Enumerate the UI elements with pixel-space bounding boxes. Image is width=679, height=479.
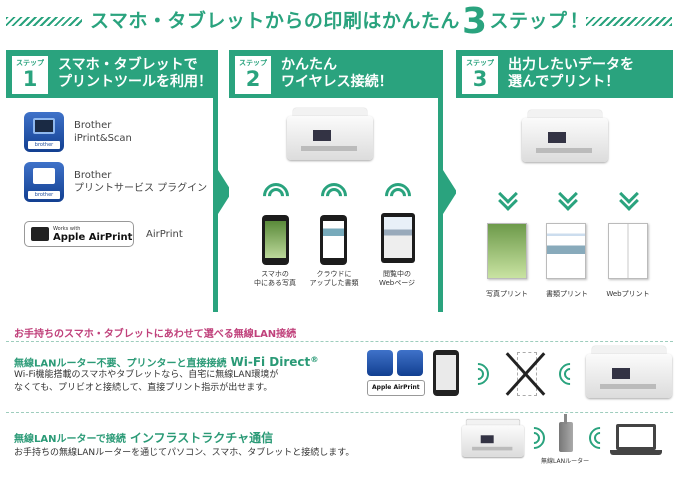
- wireless-router-icon: [559, 414, 573, 452]
- airprint-badge-main: Apple AirPrint: [53, 231, 133, 243]
- scanner-glyph-icon: [33, 118, 55, 134]
- wifi-icon: [257, 177, 295, 215]
- step-3-heading: 出力したいデータを 選んでプリント！: [508, 57, 634, 90]
- header-stripe-right: [586, 17, 672, 26]
- wifi-wave-icon: [518, 422, 550, 454]
- step-2-border: [438, 98, 443, 312]
- airprint-badge-small: Works with: [53, 225, 81, 232]
- infrastructure-description: お手持ちの無線LANルーターを通じてパソコン、スマホ、タブレットと接続します。: [14, 448, 355, 458]
- registered-mark: ®: [310, 354, 319, 364]
- step-badge-label: ステップ: [16, 59, 44, 67]
- chevron-right-icon: [443, 170, 457, 214]
- device-caption: スマホの 中にある写真: [254, 270, 296, 287]
- chevron-right-icon: [218, 170, 232, 214]
- smartphone-icon: [433, 350, 459, 396]
- title-suffix: ステップ: [489, 10, 568, 32]
- step-2-panel: ステップ 2 かんたん ワイヤレス接続！ スマホの 中にある写真 クラウドに ア…: [229, 50, 443, 312]
- tablet-webpage-icon: [381, 213, 415, 263]
- app-airprint: Works with Apple AirPrint AirPrint: [24, 221, 183, 247]
- steps-area: ステップ 1 スマホ・タブレットで プリントツールを利用！ brother Br…: [0, 50, 679, 312]
- title-text: スマホ・タブレットからの印刷はかんたん: [90, 10, 460, 32]
- laptop-icon: [616, 424, 656, 450]
- app-print-service: brother Brother プリントサービス プラグイン: [24, 162, 207, 202]
- section-divider: [6, 412, 673, 413]
- iprint-scan-mini-icon: [367, 350, 393, 376]
- output-caption: 書類プリント: [546, 290, 588, 298]
- app-brand-tag: brother: [28, 191, 60, 199]
- airprint-printer-icon: [31, 227, 49, 241]
- print-service-mini-icon: [397, 350, 423, 376]
- wifi-direct-name: Wi-Fi Direct: [230, 355, 311, 370]
- print-service-label: Brother プリントサービス プラグイン: [74, 170, 208, 194]
- step-3-bar: ステップ 3 出力したいデータを 選んでプリント！: [456, 50, 673, 98]
- print-service-app-icon: brother: [24, 162, 64, 202]
- step-1-badge: ステップ 1: [12, 56, 48, 94]
- step-1-panel: ステップ 1 スマホ・タブレットで プリントツールを利用！ brother Br…: [6, 50, 218, 312]
- step-3-badge: ステップ 3: [462, 56, 498, 94]
- airprint-mini-badge: Apple AirPrint: [367, 380, 425, 396]
- wifi-wave-icon: [584, 422, 616, 454]
- printer-glyph-icon: [33, 168, 55, 184]
- wifi-direct-description: Wi-Fi機能搭載のスマホやタブレットなら、自宅に無線LAN環境が なくても、プ…: [14, 370, 279, 393]
- step-badge-number: 3: [472, 67, 488, 91]
- wifi-direct-lead: 無線LANルーター不要、プリンターと直接接続: [14, 358, 227, 370]
- step-1-heading: スマホ・タブレットで プリントツールを利用！: [58, 57, 212, 90]
- chevron-down-icon: [619, 184, 639, 211]
- wifi-wave-icon: [554, 358, 586, 390]
- app-iprint-scan: brother Brother iPrint&Scan: [24, 112, 132, 152]
- router-caption: 無線LANルーター: [541, 458, 590, 465]
- step-badge-label: ステップ: [466, 59, 494, 67]
- app-brand-tag: brother: [28, 141, 60, 149]
- infrastructure-heading: 無線LANルーターで接続インフラストラクチャ通信: [14, 429, 273, 446]
- step-badge-number: 2: [245, 67, 261, 91]
- iprint-scan-label: Brother iPrint&Scan: [74, 120, 132, 144]
- printer-icon: [287, 106, 373, 164]
- wifi-icon: [315, 177, 353, 215]
- header-stripe-left: [6, 17, 82, 26]
- wifi-icon: [379, 177, 417, 215]
- printer-icon: [522, 108, 608, 166]
- cross-icon: [504, 350, 548, 396]
- infrastructure-lead: 無線LANルーターで接続: [14, 434, 126, 445]
- laptop-base: [610, 450, 662, 455]
- smartphone-photo-icon: [262, 215, 289, 265]
- step-badge-label: ステップ: [239, 59, 267, 67]
- printer-icon: [462, 418, 524, 460]
- section-title: お手持ちのスマホ・タブレットにあわせて選べる無線LAN接続: [14, 329, 297, 340]
- step-badge-number: 1: [22, 67, 38, 91]
- wifi-wave-icon: [462, 358, 494, 390]
- chevron-down-icon: [498, 184, 518, 211]
- title-number: 3: [461, 1, 488, 42]
- chevron-down-icon: [558, 184, 578, 211]
- section-divider: [6, 341, 673, 342]
- iprint-scan-app-icon: brother: [24, 112, 64, 152]
- smartphone-document-icon: [320, 215, 347, 265]
- device-caption: 閲覧中の Webページ: [378, 270, 416, 287]
- web-print-sheet: [608, 223, 648, 279]
- title-exclamation: ！: [569, 10, 590, 32]
- step-1-border: [213, 98, 218, 312]
- step-2-bar: ステップ 2 かんたん ワイヤレス接続！: [229, 50, 443, 98]
- step-3-panel: ステップ 3 出力したいデータを 選んでプリント！ 写真プリント 書類プリント …: [456, 50, 673, 312]
- step-2-heading: かんたん ワイヤレス接続！: [281, 57, 393, 90]
- printer-icon: [586, 344, 672, 402]
- airprint-label: AirPrint: [146, 228, 183, 240]
- output-caption: 写真プリント: [486, 290, 528, 298]
- output-caption: Webプリント: [606, 290, 650, 298]
- airprint-badge: Works with Apple AirPrint: [24, 221, 134, 247]
- infrastructure-name: インフラストラクチャ通信: [129, 431, 274, 445]
- photo-print-sheet: [487, 223, 527, 279]
- step-2-badge: ステップ 2: [235, 56, 271, 94]
- device-caption: クラウドに アップした書類: [309, 270, 359, 287]
- document-print-sheet: [546, 223, 586, 279]
- step-1-bar: ステップ 1 スマホ・タブレットで プリントツールを利用！: [6, 50, 218, 98]
- router-crossed-outline: [517, 352, 537, 396]
